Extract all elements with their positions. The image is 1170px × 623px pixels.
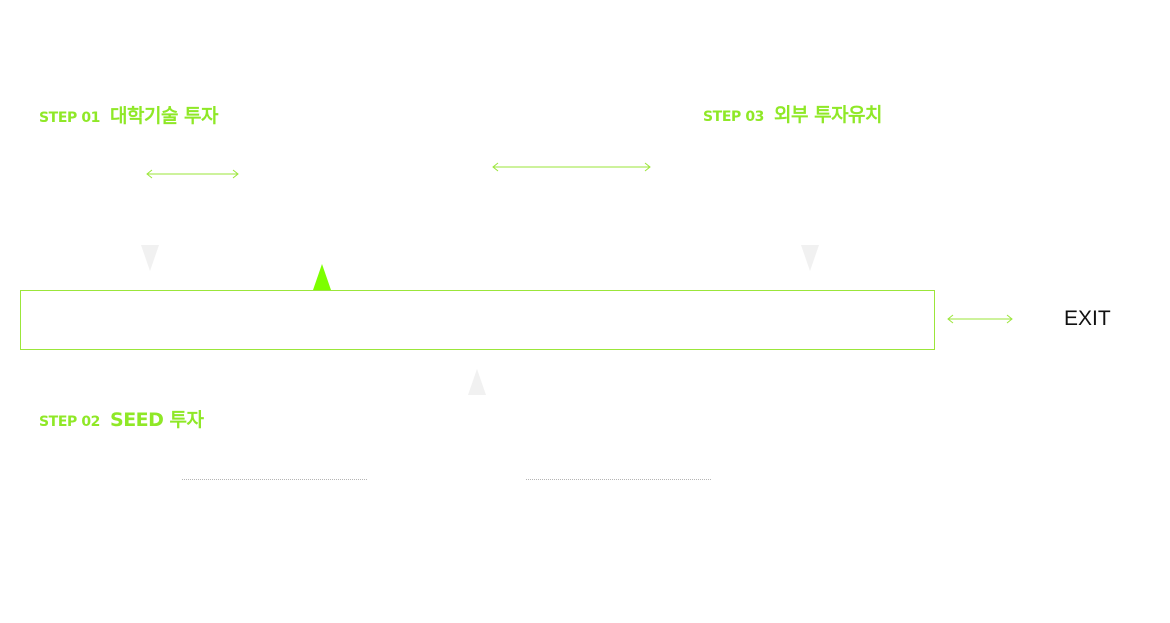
double-arrow-icon <box>146 169 239 179</box>
step-number: STEP 01 <box>39 110 101 126</box>
dotted-divider <box>182 479 367 480</box>
exit-label: EXIT <box>1064 307 1111 330</box>
down-triangle-icon <box>141 245 159 271</box>
step-02-heading: STEP 02 SEED 투자 <box>39 405 204 432</box>
up-triangle-icon <box>468 369 486 395</box>
double-arrow-icon <box>947 314 1013 324</box>
down-triangle-icon <box>801 245 819 271</box>
step-03-heading: STEP 03 외부 투자유치 <box>703 100 883 127</box>
step-title: SEED 투자 <box>110 409 204 431</box>
step-title: 외부 투자유치 <box>774 104 883 126</box>
up-triangle-icon <box>313 264 331 290</box>
step-number: STEP 02 <box>39 414 101 430</box>
double-arrow-icon <box>492 162 651 172</box>
step-number: STEP 03 <box>703 109 765 125</box>
investment-flow-box <box>20 290 935 350</box>
step-title: 대학기술 투자 <box>110 105 219 127</box>
dotted-divider <box>526 479 711 480</box>
step-01-heading: STEP 01 대학기술 투자 <box>39 101 219 128</box>
